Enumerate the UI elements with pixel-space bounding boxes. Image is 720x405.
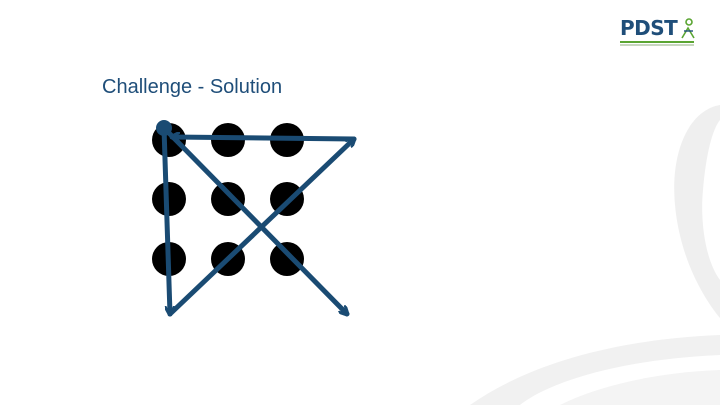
- solution-line-down: [161, 125, 170, 317]
- solution-line-across: [169, 137, 357, 139]
- logo-tagline-bar: [620, 44, 694, 46]
- logo-text: PDST: [620, 16, 678, 40]
- dot: [211, 182, 245, 216]
- dot: [152, 182, 186, 216]
- dot: [270, 242, 304, 276]
- pdst-figure-icon: [681, 18, 695, 39]
- solution-lines: [161, 125, 357, 317]
- slide-title: Challenge - Solution: [102, 76, 283, 98]
- logo-underline: [620, 41, 694, 43]
- start-point: [156, 120, 172, 136]
- pdst-logo: PDST: [620, 16, 700, 48]
- dot-grid: [152, 123, 304, 276]
- solution-line-diagonal-down: [163, 127, 347, 314]
